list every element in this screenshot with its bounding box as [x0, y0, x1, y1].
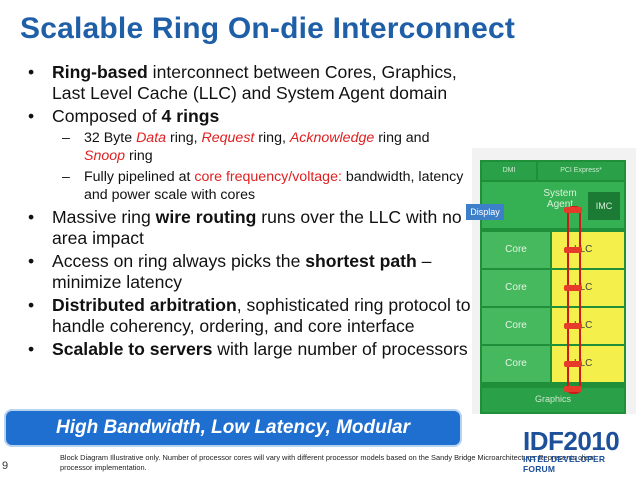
- bullet-text: interconnect between Cores, Graphics, La…: [52, 62, 457, 103]
- ring-stop: [564, 207, 582, 213]
- ring-stop: [564, 361, 582, 367]
- graphics-block: Graphics: [482, 388, 624, 412]
- llc-block: LLC: [552, 232, 624, 268]
- bullet-ring-based: Ring-based interconnect between Cores, G…: [22, 62, 472, 104]
- bullet-shortest-path: Access on ring always picks the shortest…: [22, 251, 472, 293]
- text: ring,: [254, 130, 290, 146]
- footnote: Block Diagram Illustrative only. Number …: [60, 453, 596, 472]
- bold-text: Scalable to servers: [52, 339, 213, 359]
- ring-stop: [564, 285, 582, 291]
- llc-block: LLC: [552, 270, 624, 306]
- text: ring and: [374, 130, 430, 146]
- page-number: 9: [2, 460, 9, 472]
- llc-label: LLC: [574, 320, 593, 331]
- bold-text: 4 rings: [161, 106, 220, 126]
- core-block: Core: [482, 346, 550, 382]
- data-ring-text: Data: [136, 130, 167, 146]
- bold-text: Ring-based: [52, 62, 148, 82]
- dmi-block: DMI: [482, 162, 536, 180]
- core-block: Core: [482, 308, 550, 344]
- display-block: Display: [466, 204, 504, 220]
- subbullet-ring-types: 32 Byte Data ring, Request ring, Acknowl…: [22, 129, 472, 165]
- ring-block-diagram: DMI PCI Express* System Agent IMC Core L…: [466, 148, 636, 414]
- ring-stop: [564, 386, 582, 392]
- request-ring-text: Request: [201, 130, 255, 146]
- red-text: core frequency/voltage:: [194, 169, 342, 185]
- snoop-ring-text: Snoop: [84, 148, 126, 164]
- bold-text: shortest path: [305, 251, 417, 271]
- logo-title: IDF2010: [523, 426, 620, 456]
- text: Fully pipelined at: [84, 169, 195, 185]
- llc-label: LLC: [574, 358, 593, 369]
- text: ring: [125, 148, 153, 164]
- imc-block: IMC: [588, 192, 620, 220]
- llc-block: LLC: [552, 308, 624, 344]
- pcie-block: PCI Express*: [538, 162, 624, 180]
- llc-label: LLC: [574, 282, 593, 293]
- bullet-servers: Scalable to servers with large number of…: [22, 339, 472, 360]
- bold-text: wire routing: [155, 207, 257, 227]
- logo-subtitle: INTEL DEVELOPER FORUM: [523, 454, 606, 474]
- bullet-text: – minimize latency: [52, 251, 432, 292]
- slide-title: Scalable Ring On-die Interconnect: [20, 12, 516, 45]
- bullet-wire-routing: Massive ring wire routing runs over the …: [22, 207, 472, 249]
- die-area: DMI PCI Express* System Agent IMC Core L…: [480, 160, 626, 414]
- acknowledge-ring-text: Acknowledge: [289, 130, 375, 146]
- ring-stop: [564, 247, 582, 253]
- text: ring,: [166, 130, 202, 146]
- bullet-text: runs over the LLC with no area impact: [52, 207, 462, 248]
- ring-stop: [564, 323, 582, 329]
- llc-label: LLC: [574, 244, 593, 255]
- core-block: Core: [482, 270, 550, 306]
- bold-text: Distributed arbitration: [52, 295, 237, 315]
- bullet-text: , sophisticated ring protocol to handle …: [52, 295, 471, 336]
- bullet-text: Access on ring always picks the: [52, 251, 306, 271]
- bullet-text: with large number of processors: [212, 339, 468, 359]
- subbullet-pipelined: Fully pipelined at core frequency/voltag…: [22, 168, 472, 204]
- summary-banner: High Bandwidth, Low Latency, Modular: [6, 411, 460, 445]
- bullet-list: Ring-based interconnect between Cores, G…: [22, 62, 472, 362]
- idf-logo: IDF2010 INTEL DEVELOPER FORUM: [523, 428, 635, 474]
- bullet-four-rings: Composed of 4 rings: [22, 106, 472, 127]
- bullet-arbitration: Distributed arbitration, sophisticated r…: [22, 295, 472, 337]
- system-agent-label: System Agent: [543, 188, 577, 210]
- banner-text: High Bandwidth, Low Latency, Modular: [56, 417, 410, 438]
- llc-block: LLC: [552, 346, 624, 382]
- text: 32 Byte: [84, 130, 137, 146]
- bullet-text: Composed of: [52, 106, 162, 126]
- bullet-text: Massive ring: [52, 207, 156, 227]
- core-block: Core: [482, 232, 550, 268]
- text: bandwidth, latency and power scale with …: [84, 169, 464, 203]
